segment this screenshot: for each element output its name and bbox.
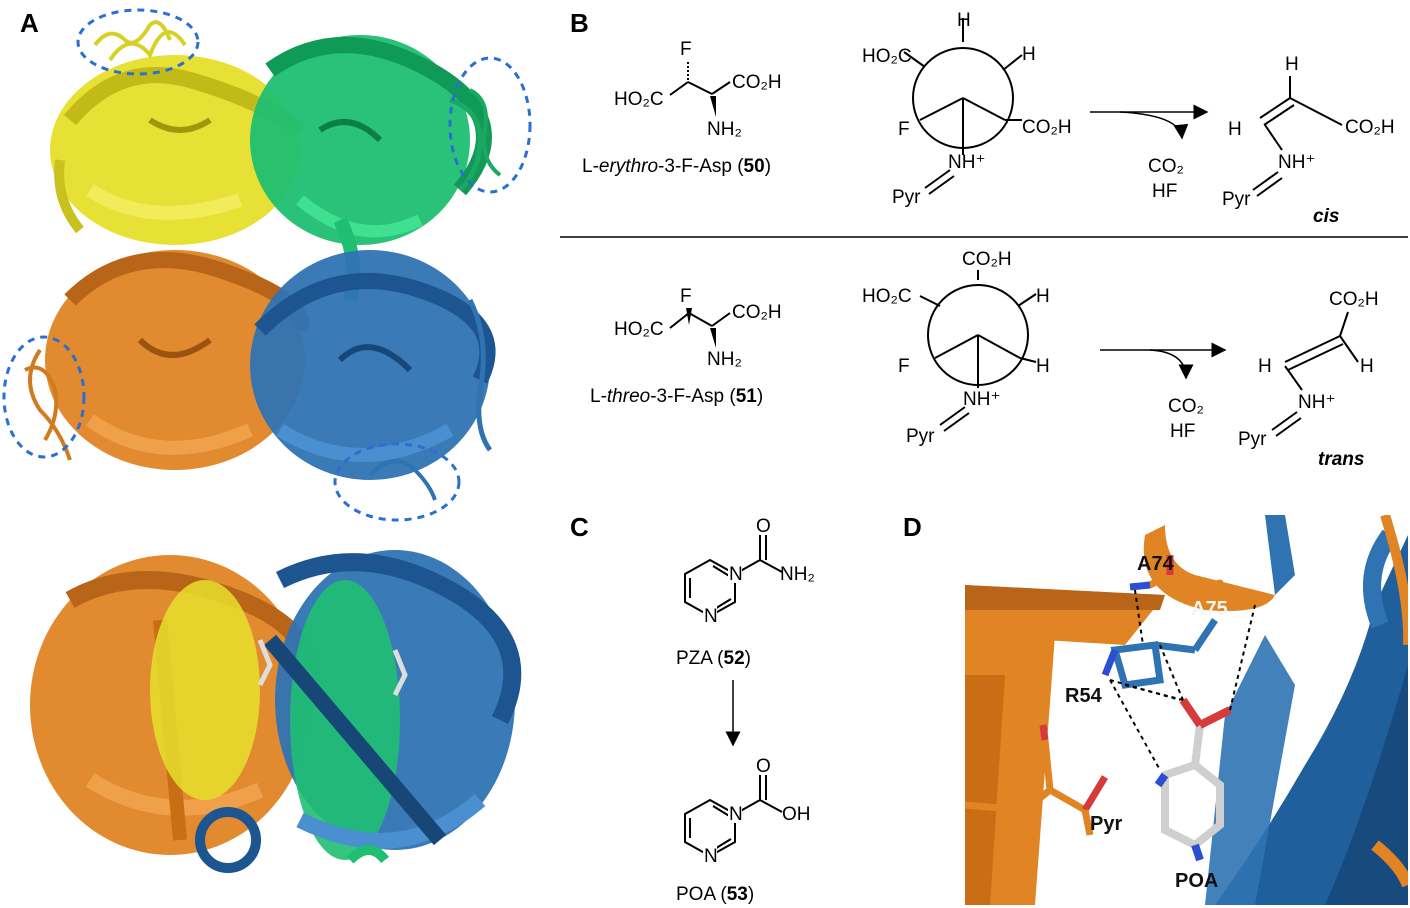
erythro-newman: H H HO₂C F CO₂H NH⁺ Pyr xyxy=(862,10,1072,208)
pza-O: O xyxy=(756,516,771,537)
erythro-HO2C: HO₂C xyxy=(614,89,664,110)
threo-newman-F: F xyxy=(898,356,910,377)
erythro-byproduct-CO2: CO₂ xyxy=(1148,156,1184,177)
erythro-newman-H-top: H xyxy=(957,10,971,31)
pza-NH2: NH₂ xyxy=(780,564,815,585)
threo-newman: CO₂H H HO₂C F H NH⁺ Pyr xyxy=(862,249,1050,447)
erythro-newman-H-right: H xyxy=(1022,44,1036,65)
threo-byproduct-HF: HF xyxy=(1170,421,1195,442)
loop-circle-left xyxy=(2,335,86,459)
erythro-newman-HO2C: HO₂C xyxy=(862,46,912,67)
threo-newman-H-right: H xyxy=(1036,286,1050,307)
panel-label-a: A xyxy=(20,8,39,38)
threo-F: F xyxy=(680,286,692,307)
trans-H-left: H xyxy=(1258,356,1272,377)
threo-fisher: F HO₂C CO₂H NH₂ L-threo-3-F-Asp (51) xyxy=(590,286,782,407)
panel-label-c: C xyxy=(570,512,589,542)
loop-circle-bottom xyxy=(333,442,461,522)
ligand-label-Pyr: Pyr xyxy=(1090,813,1122,835)
poa-name: POA (53) xyxy=(676,884,754,905)
pza-N-top: N xyxy=(729,564,743,585)
threo-byproduct-CO2: CO₂ xyxy=(1168,396,1204,417)
poa-OH: OH xyxy=(782,804,811,825)
panel-label-b: B xyxy=(570,8,589,38)
erythro-CO2H: CO₂H xyxy=(732,72,782,93)
loop-circle-right xyxy=(448,56,532,194)
panel-d-active-site: A74 A75 R54 Pyr POA xyxy=(965,515,1408,905)
threo-newman-H-low: H xyxy=(1036,356,1050,377)
trans-label: trans xyxy=(1318,449,1364,470)
erythro-newman-CO2H: CO₂H xyxy=(1022,117,1072,138)
threo-newman-Pyr: Pyr xyxy=(906,426,935,447)
residue-label-R54: R54 xyxy=(1065,685,1103,707)
erythro-NH2: NH₂ xyxy=(707,119,742,140)
erythro-name: L-erythro-3-F-Asp (50) xyxy=(582,156,771,177)
trans-H-right: H xyxy=(1360,356,1374,377)
threo-HO2C: HO₂C xyxy=(614,319,664,340)
threo-newman-HO2C: HO₂C xyxy=(862,286,912,307)
poa-N-top: N xyxy=(729,804,743,825)
trans-CO2H: CO₂H xyxy=(1329,289,1379,310)
ligand-label-POA: POA xyxy=(1175,870,1218,892)
panel-b-reaction-scheme: F HO₂C CO₂H NH₂ L-erythro-3-F-Asp (50) H… xyxy=(560,10,1408,470)
subunit-blue xyxy=(250,250,496,480)
cis-label: cis xyxy=(1313,206,1339,227)
threo-name: L-threo-3-F-Asp (51) xyxy=(590,386,763,407)
erythro-newman-NH: NH⁺ xyxy=(948,152,985,173)
cis-CO2H: CO₂H xyxy=(1345,117,1395,138)
panel-c-pza-conversion: N N O NH₂ PZA (52) N N O OH POA (53) xyxy=(676,516,815,905)
residue-label-A74: A74 xyxy=(1137,553,1175,575)
pza-N-bottom: N xyxy=(704,606,718,627)
cis-H-top: H xyxy=(1285,54,1299,75)
cis-product: H H CO₂H NH⁺ Pyr cis xyxy=(1222,54,1395,227)
threo-newman-NH: NH⁺ xyxy=(963,389,1000,410)
erythro-newman-F: F xyxy=(898,119,910,140)
poa-structure: N N O OH POA (53) xyxy=(676,756,811,905)
threo-CO2H: CO₂H xyxy=(732,302,782,323)
cis-H-left: H xyxy=(1228,119,1242,140)
erythro-F: F xyxy=(680,39,692,60)
erythro-fisher: F HO₂C CO₂H NH₂ L-erythro-3-F-Asp (50) xyxy=(582,39,782,177)
subunit-orange xyxy=(28,250,309,470)
top-view-tetramer xyxy=(2,8,532,522)
cis-Pyr: Pyr xyxy=(1222,189,1251,210)
pza-name: PZA (52) xyxy=(676,648,751,669)
threo-newman-CO2H-top: CO₂H xyxy=(962,249,1012,270)
erythro-byproduct-HF: HF xyxy=(1152,181,1177,202)
panel-a-protein-structures xyxy=(2,8,532,873)
poa-N-bottom: N xyxy=(704,846,718,867)
trans-product: CO₂H H H NH⁺ Pyr trans xyxy=(1238,289,1379,470)
bottom-view-side xyxy=(30,550,522,873)
erythro-newman-Pyr: Pyr xyxy=(892,187,921,208)
pza-structure: N N O NH₂ PZA (52) xyxy=(676,516,815,669)
trans-Pyr: Pyr xyxy=(1238,429,1267,450)
poa-O: O xyxy=(756,756,771,777)
residue-label-A75: A75 xyxy=(1191,598,1228,620)
loop-circle-top-left xyxy=(76,8,200,76)
threo-NH2: NH₂ xyxy=(707,349,742,370)
panel-label-d: D xyxy=(903,512,922,542)
cis-NH: NH⁺ xyxy=(1278,152,1315,173)
trans-NH: NH⁺ xyxy=(1298,392,1335,413)
